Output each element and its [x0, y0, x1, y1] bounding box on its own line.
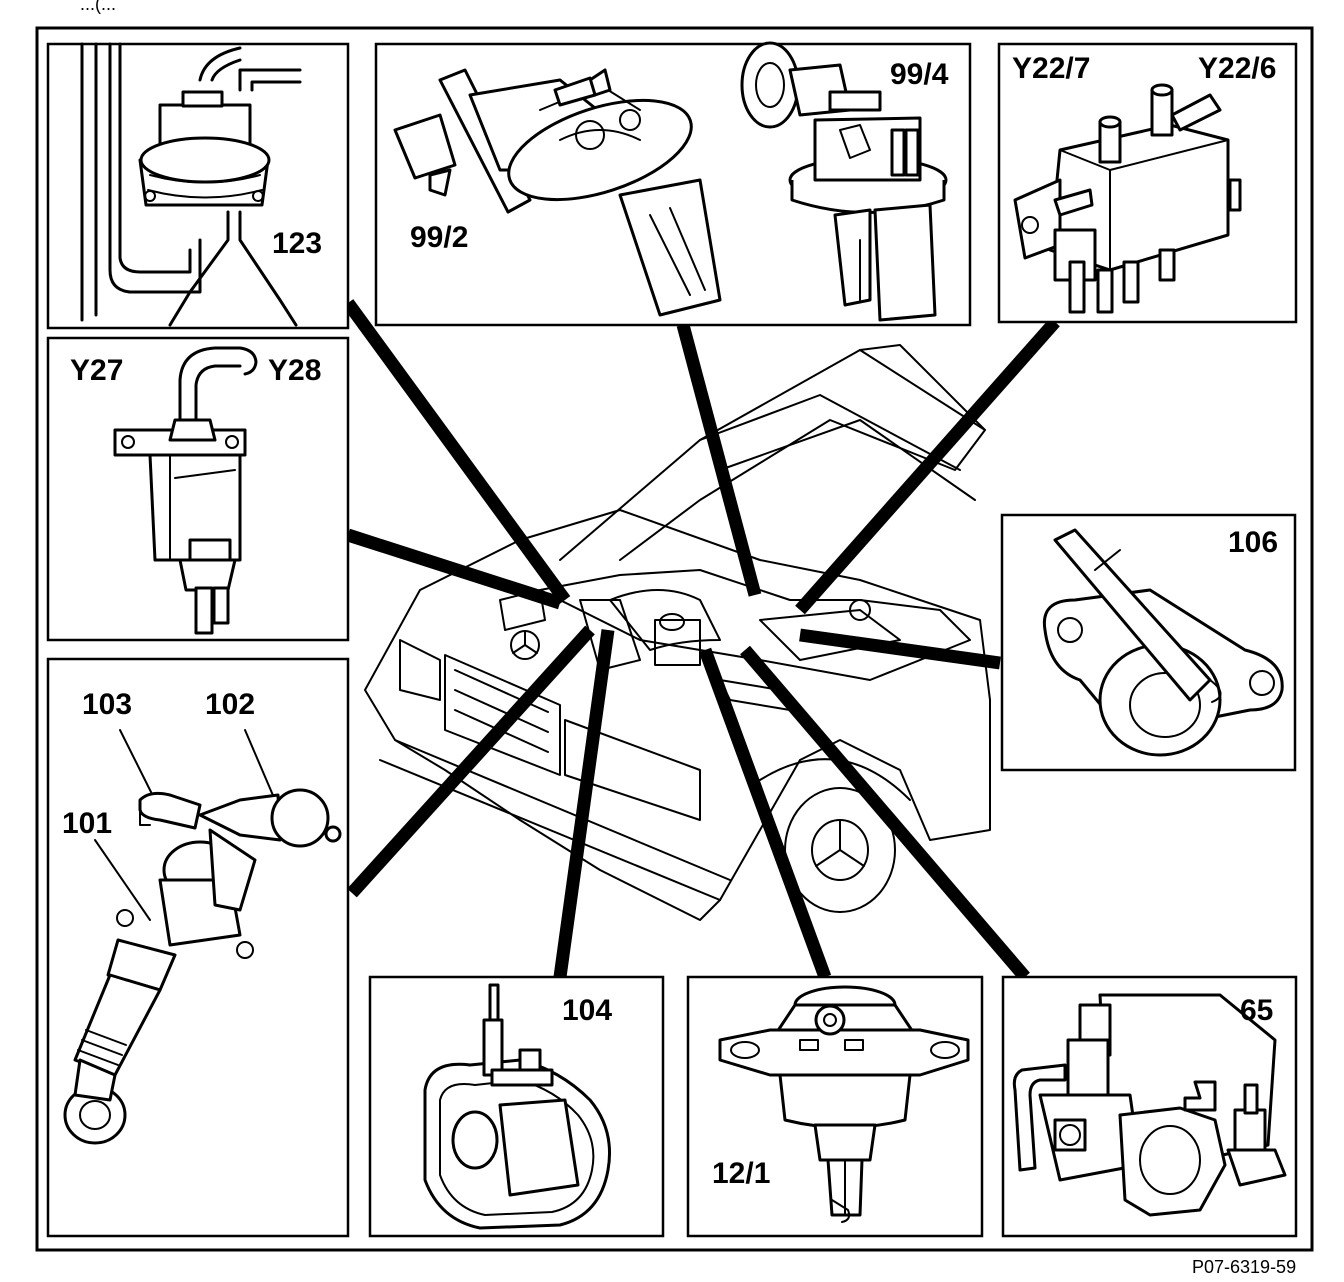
- panel-106: 106: [1000, 513, 1297, 772]
- panel-99: 99/2 99/4: [374, 41, 972, 327]
- panel-12-1: 12/1: [686, 975, 984, 1238]
- panel-y22: Y22/7 Y22/6: [997, 42, 1298, 324]
- label-101: 101: [62, 807, 112, 840]
- headlight: [564, 719, 701, 821]
- header-fragment: ...(...: [80, 0, 116, 14]
- label-12-1: 12/1: [712, 1157, 770, 1190]
- label-103: 103: [82, 688, 132, 721]
- label-65: 65: [1240, 994, 1273, 1027]
- figure-id: P07-6319-59: [1192, 1257, 1296, 1277]
- panel-y27-y28: Y27 Y28: [46, 336, 350, 642]
- engine-bay: [539, 569, 971, 681]
- panel-104: 104: [368, 975, 665, 1238]
- label-99-4: 99/4: [890, 58, 949, 91]
- panel-101-103: 103 102 101: [46, 657, 350, 1238]
- vehicle-illustration: [364, 344, 991, 921]
- panel-65: 65: [1001, 975, 1298, 1238]
- label-y22-6: Y22/6: [1198, 52, 1276, 85]
- label-y22-7: Y22/7: [1012, 52, 1090, 85]
- leader-lines: [342, 299, 1060, 982]
- label-99-2: 99/2: [410, 221, 468, 254]
- label-y27: Y27: [70, 354, 123, 387]
- car-body: [364, 509, 991, 921]
- label-123: 123: [272, 227, 322, 260]
- component-99-2: [393, 68, 722, 317]
- hood: [559, 349, 986, 561]
- label-104: 104: [562, 994, 612, 1027]
- grille: [444, 654, 561, 776]
- label-106: 106: [1228, 526, 1278, 559]
- label-102: 102: [205, 688, 255, 721]
- outer-frame: [35, 26, 1314, 1252]
- hood-star-emblem: [510, 630, 540, 660]
- component-99-4: [740, 41, 948, 322]
- panel-123: 123: [46, 42, 350, 330]
- label-y28: Y28: [268, 354, 321, 387]
